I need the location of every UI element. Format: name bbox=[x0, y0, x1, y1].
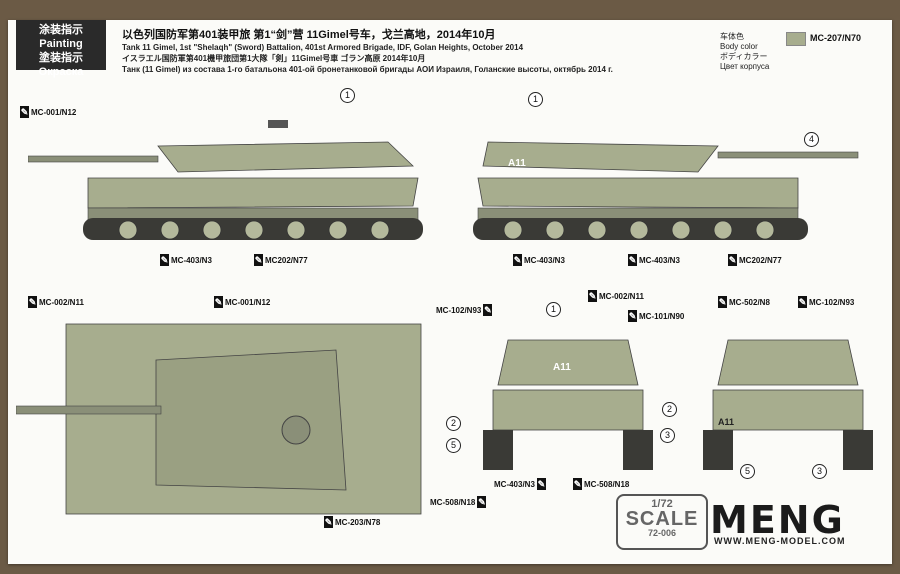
scale-badge: 1/72 SCALE 72-006 bbox=[616, 494, 708, 550]
brush-icon: ✎ bbox=[160, 254, 169, 266]
callout-5: ✎MC-403/N3 bbox=[628, 254, 680, 266]
callout-6: ✎MC202/N77 bbox=[728, 254, 782, 266]
body-color-en: Body color bbox=[720, 42, 758, 51]
tank-top-view bbox=[16, 323, 422, 515]
callout-15: MC-508/N18✎ bbox=[430, 496, 487, 508]
body-color-cn: 车体色 bbox=[720, 32, 744, 41]
tank-number-right: A11 bbox=[508, 158, 526, 169]
brush-icon: ✎ bbox=[477, 496, 487, 508]
brush-icon: ✎ bbox=[628, 254, 637, 266]
marker-1c: 1 bbox=[546, 302, 561, 317]
tank-front-view: A11 bbox=[483, 339, 653, 470]
brush-icon: ✎ bbox=[513, 254, 522, 266]
tank-right-side-view: A11 bbox=[473, 141, 859, 240]
scale-code: 72-006 bbox=[647, 528, 677, 538]
tank-rear-view: A11 bbox=[703, 339, 873, 470]
marker-1: 1 bbox=[340, 88, 355, 103]
marker-5: 5 bbox=[446, 438, 461, 453]
body-color-ru: Цвет корпуса bbox=[720, 62, 770, 71]
brush-icon: ✎ bbox=[536, 478, 546, 490]
callout-3: ✎MC202/N77 bbox=[254, 254, 308, 266]
brush-icon: ✎ bbox=[573, 478, 582, 490]
badge-en: Painting bbox=[39, 38, 83, 50]
scale-word: SCALE bbox=[625, 508, 699, 530]
instruction-sheet: 涂装指示 Painting 塗装指示 Окраска 以色列国防军第401装甲旅… bbox=[8, 20, 892, 564]
body-color-swatch bbox=[786, 32, 806, 46]
marker-4: 4 bbox=[804, 132, 819, 147]
callout-9: ✎MC-203/N78 bbox=[324, 516, 381, 528]
callout-4: ✎MC-403/N3 bbox=[513, 254, 565, 266]
tank-number-front: A11 bbox=[553, 362, 571, 373]
brush-icon: ✎ bbox=[588, 290, 597, 302]
brush-icon: ✎ bbox=[628, 310, 637, 322]
brush-icon: ✎ bbox=[324, 516, 333, 528]
tank-number-rear: A11 bbox=[718, 417, 734, 427]
brush-icon: ✎ bbox=[718, 296, 727, 308]
badge-jp: 塗装指示 bbox=[39, 52, 83, 64]
badge-ru: Окраска bbox=[38, 66, 84, 78]
header-en: Tank 11 Gimel, 1st "Shelaqh" (Sword) Bat… bbox=[122, 43, 524, 52]
brush-icon: ✎ bbox=[20, 106, 29, 118]
brush-icon: ✎ bbox=[483, 304, 493, 316]
callout-2: ✎MC-403/N3 bbox=[160, 254, 212, 266]
callout-14: ✎MC-508/N18 bbox=[573, 478, 630, 490]
callout-10: MC-102/N93✎ bbox=[436, 304, 493, 316]
marker-5b: 5 bbox=[740, 464, 755, 479]
brush-icon: ✎ bbox=[798, 296, 807, 308]
callout-7: ✎MC-002/N11 bbox=[28, 296, 84, 308]
header-cn: 以色列国防军第401装甲旅 第1“剑”营 11Gimel号车，戈兰高地，2014… bbox=[122, 29, 496, 41]
badge-cn: 涂装指示 bbox=[39, 24, 83, 36]
callout-16: ✎MC-502/N8 bbox=[718, 296, 770, 308]
body-color-labels: 车体色 Body color ボディカラー Цвет корпуса bbox=[720, 32, 769, 72]
marker-2: 2 bbox=[446, 416, 461, 431]
callout-17: ✎MC-102/N93 bbox=[798, 296, 855, 308]
body-color-jp: ボディカラー bbox=[720, 52, 768, 61]
painting-badge: 涂装指示 Painting 塗装指示 Окраска bbox=[16, 20, 106, 78]
callout-11: ✎MC-002/N11 bbox=[588, 290, 644, 302]
meng-logo: MENG bbox=[710, 498, 845, 542]
header: 以色列国防军第401装甲旅 第1“剑”营 11Gimel号车，戈兰高地，2014… bbox=[122, 26, 642, 75]
marker-3: 3 bbox=[660, 428, 675, 443]
body-color-code: MC-207/N70 bbox=[810, 33, 862, 43]
tank-left-side-view bbox=[28, 120, 423, 240]
brush-icon: ✎ bbox=[214, 296, 223, 308]
callout-13: MC-403/N3✎ bbox=[494, 478, 546, 490]
scale-ratio: 1/72 bbox=[651, 498, 673, 510]
brush-icon: ✎ bbox=[254, 254, 263, 266]
brush-icon: ✎ bbox=[28, 296, 37, 308]
marker-3b: 3 bbox=[812, 464, 827, 479]
meng-url: WWW.MENG-MODEL.COM bbox=[714, 536, 846, 546]
marker-1b: 1 bbox=[528, 92, 543, 107]
header-ru: Танк (11 Gimel) из состава 1-го батальон… bbox=[122, 65, 613, 74]
brush-icon: ✎ bbox=[728, 254, 737, 266]
callout-8: ✎MC-001/N12 bbox=[214, 296, 271, 308]
callout-1: ✎MC-001/N12 bbox=[20, 106, 77, 118]
callout-12: ✎MC-101/N90 bbox=[628, 310, 685, 322]
header-jp: イスラエル国防軍第401機甲旅団第1大隊「剣」11Gimel号車 ゴラン高原 2… bbox=[122, 54, 426, 63]
marker-2b: 2 bbox=[662, 402, 677, 417]
